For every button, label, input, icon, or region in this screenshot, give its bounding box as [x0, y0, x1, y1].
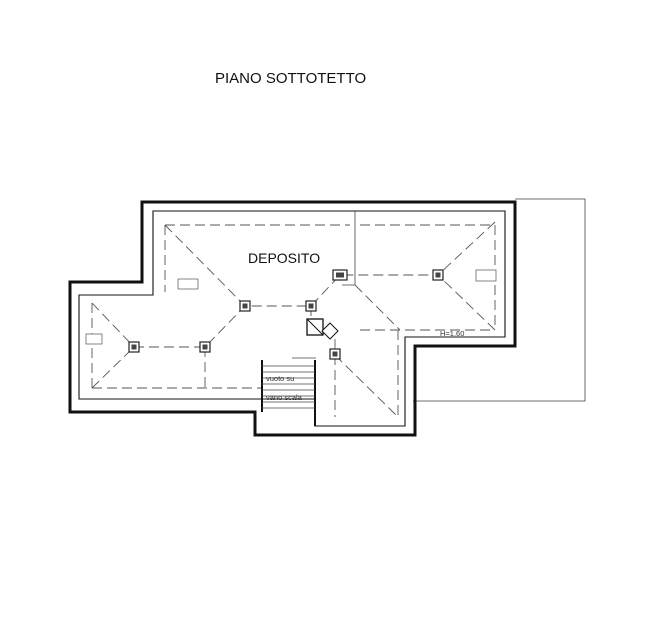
- room-label-deposito: DEPOSITO: [248, 250, 320, 266]
- stair-void: [261, 357, 316, 426]
- stair-label-line1: vuoto su: [266, 374, 294, 383]
- outer-wall: [68, 200, 517, 437]
- skylight-1: [177, 278, 199, 290]
- plan-title: PIANO SOTTOTETTO: [215, 70, 366, 87]
- ceiling-fixtures: [128, 269, 444, 360]
- roof-hatch-symbol: [306, 318, 339, 349]
- height-note: H=1.60: [440, 329, 464, 338]
- adjacent-annex-outline: [413, 198, 586, 402]
- skylight-2: [85, 333, 103, 345]
- stair-label-line2: vano scala: [266, 393, 303, 402]
- skylight-3: [475, 269, 497, 282]
